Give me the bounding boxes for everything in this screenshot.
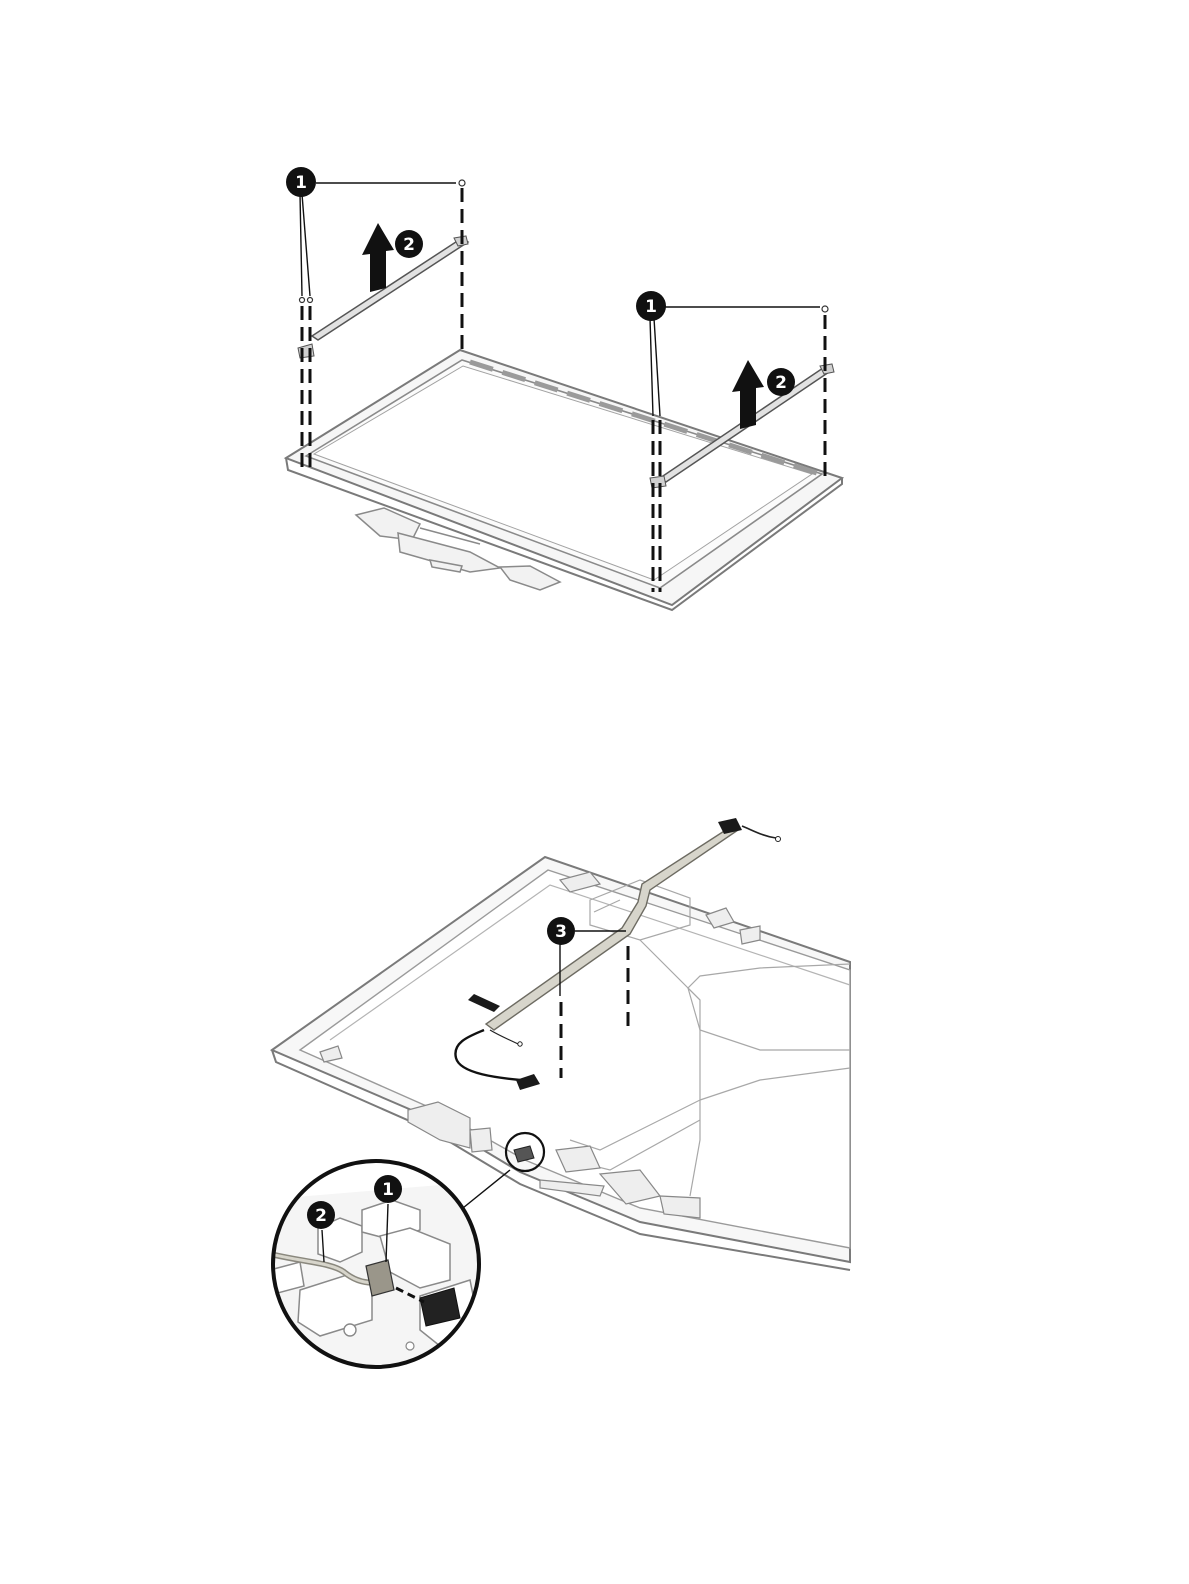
screw-icon — [308, 298, 313, 303]
callout-badge: 2 — [767, 368, 795, 396]
callout-number: 2 — [775, 373, 787, 393]
pigtail-connector-icon — [776, 837, 781, 842]
display-cable-connector-top — [718, 818, 742, 834]
callout-badge: 2 — [307, 1201, 335, 1229]
left-bracket — [312, 238, 468, 340]
screw-icon — [300, 298, 305, 303]
callout-badge: 1 — [286, 167, 316, 197]
detail-leader-line — [458, 1170, 510, 1212]
callout-number: 1 — [645, 297, 657, 317]
callout-number: 1 — [382, 1180, 394, 1200]
callout-badge: 3 — [547, 917, 575, 945]
callout-number: 1 — [295, 173, 307, 193]
callout-badge: 1 — [374, 1175, 402, 1203]
cable-end-icon — [518, 1042, 522, 1046]
screw-icon — [822, 306, 828, 312]
callout-badge: 2 — [395, 230, 423, 258]
callout-number: 2 — [403, 235, 415, 255]
magnified-inset: 1 2 — [260, 1161, 500, 1400]
figure-bottom-back-cover: 3 — [260, 818, 850, 1400]
left-bracket-tab-bottom — [298, 344, 314, 358]
screw-icon — [459, 180, 465, 186]
callout-badge: 1 — [636, 291, 666, 321]
display-cable-pigtail — [742, 826, 776, 838]
lift-arrow-left-icon — [362, 223, 394, 292]
figure-top-display-panel: 1 2 1 2 — [286, 167, 842, 610]
callout-number: 2 — [315, 1206, 327, 1226]
callout-number: 3 — [555, 922, 567, 942]
